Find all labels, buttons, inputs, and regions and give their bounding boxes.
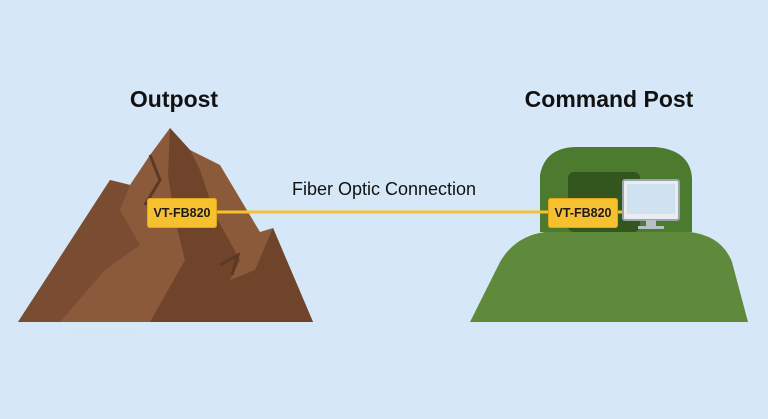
outpost-title: Outpost — [129, 86, 219, 112]
computer-monitor-icon — [622, 179, 680, 229]
outpost-device-label: VT-FB820 — [147, 198, 217, 228]
command-post-device-label: VT-FB820 — [548, 198, 618, 228]
bunker-hill-icon — [470, 147, 748, 322]
command-post-title: Command Post — [524, 86, 694, 112]
connection-label: Fiber Optic Connection — [291, 179, 477, 199]
